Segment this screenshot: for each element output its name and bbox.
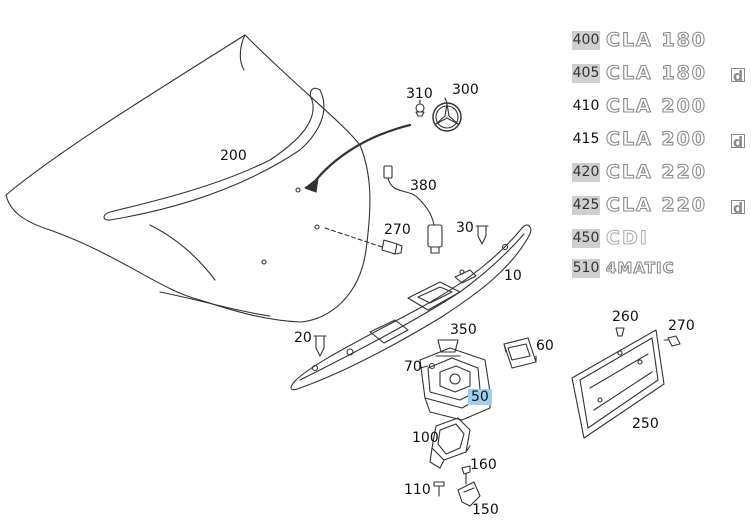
screw-160-part[interactable] [461,465,471,485]
callout-270-screw[interactable]: 270 [384,222,411,238]
callout-10[interactable]: 10 [504,268,522,284]
emblem-label: CLA 200 [605,94,708,117]
clip-260-part[interactable] [615,327,625,337]
trim-strip-part[interactable] [290,224,532,391]
emblem-code-badge[interactable]: 420 [572,163,600,182]
emblem-code-badge[interactable]: 425 [572,196,600,215]
emblem-label: CDI [605,226,649,249]
callout-200[interactable]: 200 [220,148,247,164]
emblem-label: CLA 200 [605,127,708,150]
emblem-code-badge[interactable]: 415 [572,131,600,147]
screw-270-part[interactable] [324,227,403,255]
callout-50[interactable]: 50 [468,389,492,405]
trunk-lid-part[interactable] [5,34,371,323]
cable-380-part[interactable] [383,165,443,254]
lock-actuator-part[interactable] [429,417,471,469]
callout-150[interactable]: 150 [472,502,499,518]
camera-module-part[interactable] [419,347,491,421]
emblem-suffix: d [731,200,745,217]
emblem-code-badge[interactable]: 410 [572,98,600,114]
emblem-label: 4MATIC [605,258,675,277]
star-emblem-part[interactable] [432,102,462,132]
emblem-code-badge[interactable]: 450 [572,229,600,248]
clip-30-part[interactable] [475,225,489,245]
plate-bracket-part[interactable] [571,329,665,439]
emblem-label: CLA 180 [605,28,708,51]
emblem-code-badge[interactable]: 400 [572,31,600,50]
bolt-110-part[interactable] [433,481,445,497]
switch-60-part[interactable] [503,337,537,369]
screw-70-part[interactable] [419,362,436,370]
callout-60[interactable]: 60 [536,338,554,354]
emblem-label: CLA 220 [605,193,708,216]
callout-350[interactable]: 350 [450,322,477,338]
emblem-suffix: d [731,134,745,151]
callout-250[interactable]: 250 [632,416,659,432]
callout-310[interactable]: 310 [406,86,433,102]
screw-270b-part[interactable] [663,335,681,347]
cover-150-part[interactable] [457,481,481,507]
callout-100[interactable]: 100 [412,430,439,446]
callout-20[interactable]: 20 [294,330,312,346]
callout-300[interactable]: 300 [452,82,479,98]
emblem-code-badge[interactable]: 405 [572,64,600,83]
clip-350-part[interactable] [435,339,461,357]
callout-260[interactable]: 260 [612,309,639,325]
emblem-suffix: d [731,68,745,85]
callout-380[interactable]: 380 [410,178,437,194]
emblem-label: CLA 220 [605,160,708,183]
callout-30[interactable]: 30 [456,220,474,236]
assembly-arrow [310,123,412,187]
callout-270-plate[interactable]: 270 [668,318,695,334]
clip-20-part[interactable] [313,335,327,357]
callout-160[interactable]: 160 [470,457,497,473]
callout-110[interactable]: 110 [404,482,431,498]
callout-70[interactable]: 70 [404,359,422,375]
clip-310-part[interactable] [415,103,425,117]
emblem-label: CLA 180 [605,61,708,84]
emblem-code-badge[interactable]: 510 [572,259,600,278]
